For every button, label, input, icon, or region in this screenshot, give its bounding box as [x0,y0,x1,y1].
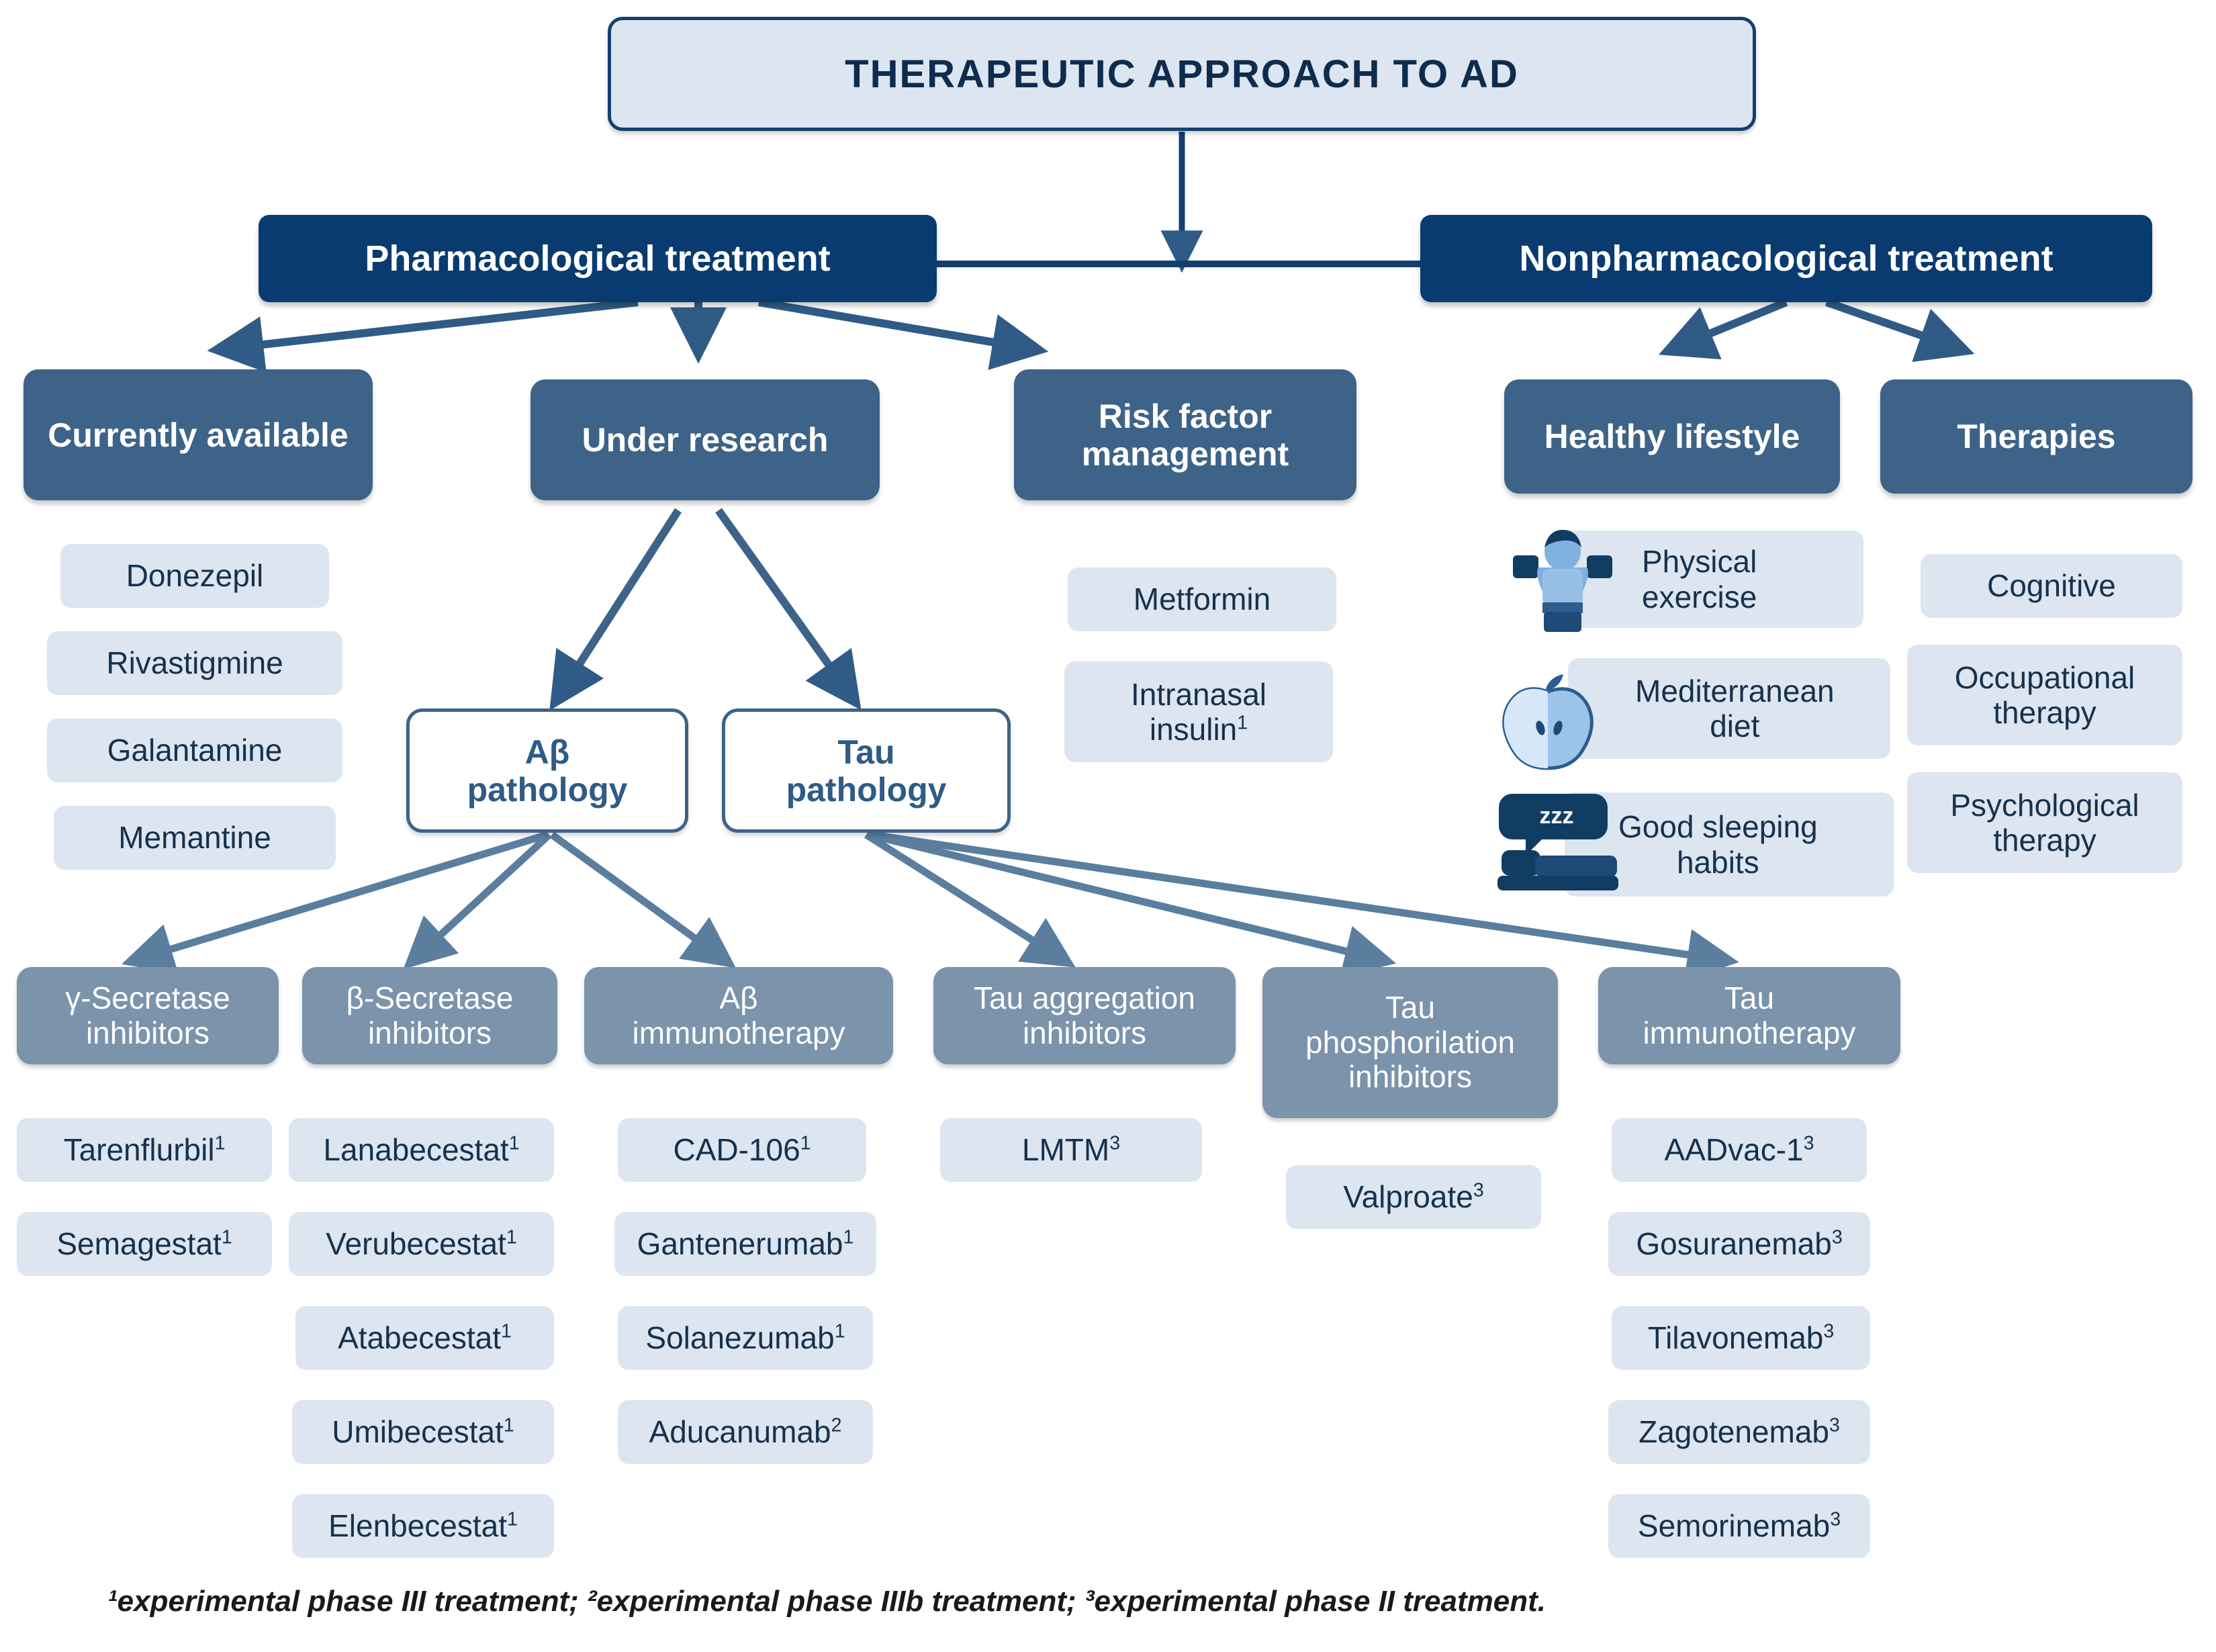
drug-label: Aducanumab2 [649,1414,842,1450]
list-item[interactable]: Gantenerumab1 [614,1212,876,1276]
svg-text:zzz: zzz [1540,803,1574,829]
drug-label: Tarenflurbil1 [63,1132,226,1168]
drug-label: Gosuranemab3 [1636,1226,1843,1262]
list-item[interactable]: Galantamine [47,719,342,782]
drug-label: LMTM3 [1021,1132,1121,1168]
list-item[interactable]: Solanezumab1 [618,1306,873,1370]
list-item[interactable]: Cognitive [1921,554,2182,618]
list-item[interactable]: Umibecestat1 [292,1400,554,1464]
page-title: THERAPEUTIC APPROACH TO AD [608,17,1756,131]
category-under-research[interactable]: Under research [530,379,880,500]
list-item[interactable]: Verubecestat1 [289,1212,554,1276]
list-item[interactable]: CAD-1061 [618,1118,866,1182]
list-item[interactable]: Semagestat1 [17,1212,272,1276]
list-item[interactable]: AADvac-13 [1612,1118,1867,1182]
category-therapies[interactable]: Therapies [1880,379,2192,494]
drug-label: Valproate3 [1343,1179,1484,1215]
drug-label: Atabecestat1 [338,1320,512,1356]
drug-label: Zagotenemab3 [1638,1414,1840,1450]
list-item[interactable]: Elenbecestat1 [292,1494,554,1558]
category-currently-available[interactable]: Currently available [24,369,373,500]
list-item[interactable]: Metformin [1068,567,1336,631]
sleep-icon: zzz [1497,786,1618,893]
apple-icon [1497,672,1598,772]
drug-label: Solanezumab1 [645,1320,845,1356]
category-healthy-lifestyle[interactable]: Healthy lifestyle [1504,379,1840,494]
list-item[interactable]: Atabecestat1 [295,1306,554,1370]
category-risk-factor-management[interactable]: Risk factor management [1014,369,1356,500]
footnote: ¹experimental phase III treatment; ²expe… [107,1585,1546,1618]
list-item[interactable]: Donezepil [60,544,329,608]
list-item[interactable]: Semorinemab3 [1608,1494,1870,1558]
drug-label: Semagestat1 [56,1226,232,1262]
risk-item-0-label: Metformin [1133,582,1271,617]
list-item[interactable]: Zagotenemab3 [1608,1400,1870,1464]
list-item[interactable]: Gosuranemab3 [1608,1212,1870,1276]
drug-label: CAD-1061 [673,1132,811,1168]
list-item[interactable]: LMTM3 [940,1118,1202,1182]
drug-label: Semorinemab3 [1637,1508,1841,1544]
list-item[interactable]: Tarenflurbil1 [17,1118,272,1182]
list-item[interactable]: Lanabecestat1 [289,1118,554,1182]
drug-label: Elenbecestat1 [328,1508,518,1544]
list-item[interactable]: Rivastigmine [47,631,342,695]
drug-label: Umibecestat1 [332,1414,514,1450]
list-item[interactable]: Tilavonemab3 [1612,1306,1870,1370]
list-item[interactable]: Memantine [54,806,336,870]
list-item[interactable]: Aducanumab2 [618,1400,873,1464]
branch-pharmacological[interactable]: Pharmacological treatment [259,215,937,302]
list-item[interactable]: Valproate3 [1286,1165,1541,1229]
branch-nonpharmacological[interactable]: Nonpharmacological treatment [1420,215,2152,302]
drug-label: Verubecestat1 [326,1226,517,1262]
drug-label: AADvac-13 [1664,1132,1814,1168]
exercise-icon [1501,527,1625,635]
drug-label: Tilavonemab3 [1647,1320,1835,1356]
drug-label: Lanabecestat1 [323,1132,520,1168]
drug-label: Gantenerumab1 [637,1226,854,1262]
